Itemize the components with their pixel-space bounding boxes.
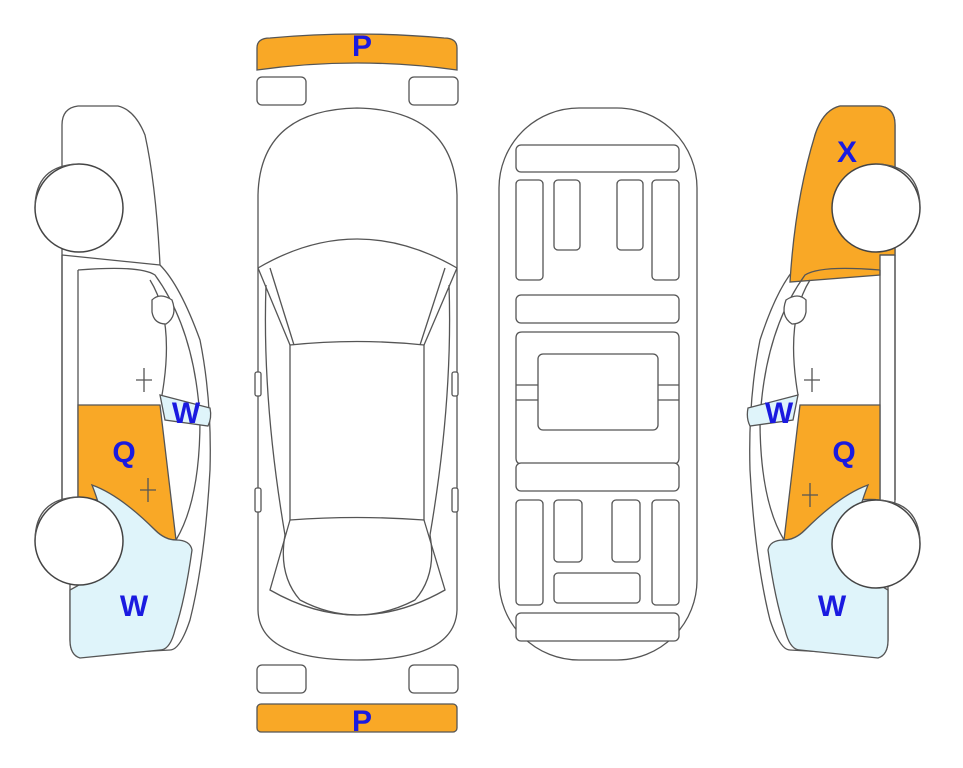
top-body-outline [257, 107, 458, 661]
right-headlight [408, 76, 459, 106]
left-side-view: Q W W [34, 105, 212, 659]
top-view: P P [254, 30, 459, 738]
left-front-wheel [34, 496, 124, 586]
right-mirror-glass-panel[interactable] [746, 394, 799, 427]
rear-bumper-panel[interactable] [256, 703, 458, 733]
left-rear-wheel [34, 163, 124, 253]
right-front-fender-label: W [818, 590, 847, 623]
left-mirror-glass-panel[interactable] [159, 394, 212, 427]
right-rear-quarter-label: X [837, 136, 857, 169]
rear-bumper-label: P [352, 705, 372, 738]
right-side-view: X Q W W [746, 105, 921, 659]
right-front-wheel [831, 499, 921, 589]
left-front-fender-label: W [120, 590, 149, 623]
front-bumper-panel[interactable] [256, 33, 458, 71]
right-mirror-glass-label: W [765, 397, 794, 430]
right-taillight [408, 664, 459, 694]
left-mirror-glass-label: W [172, 397, 201, 430]
left-taillight [256, 664, 307, 694]
underbody-view [498, 107, 698, 661]
right-rear-wheel [831, 163, 921, 253]
left-front-door-label: Q [112, 436, 135, 469]
front-bumper-label: P [352, 30, 372, 63]
right-front-door-label: Q [832, 436, 855, 469]
left-headlight [256, 76, 307, 106]
